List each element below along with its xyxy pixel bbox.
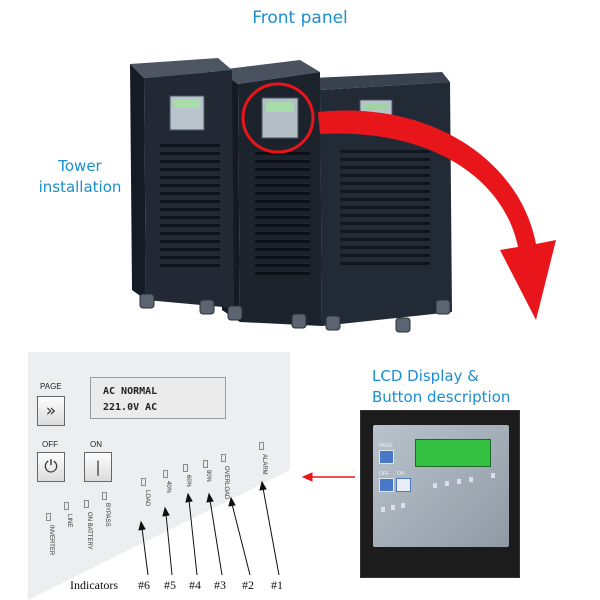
casters (139, 293, 451, 333)
inset-on-button[interactable] (396, 478, 411, 492)
off-button[interactable]: ⏻ (37, 452, 65, 482)
inset-led (469, 477, 473, 482)
inset-on-label: ON (397, 471, 405, 477)
led-bypass (102, 492, 107, 500)
indicator-label-bypass: BYPASS (104, 503, 110, 527)
indicator-label-load: LOAD (144, 490, 150, 507)
power-icon: ⏻ (44, 457, 58, 477)
pointer-arrow (301, 472, 355, 482)
lcd-button-description-label: LCD Display & Button description (372, 366, 532, 408)
inset-led (457, 479, 461, 484)
inset-led (445, 481, 449, 486)
indicators-caption: Indicators (70, 578, 118, 592)
led-alarm (259, 442, 264, 450)
led-40 (163, 470, 168, 478)
inset-page-button[interactable] (379, 450, 394, 464)
indicator-number-3: #3 (214, 578, 226, 592)
inset-off-button[interactable] (379, 478, 394, 492)
page-button[interactable]: » (37, 396, 65, 426)
inset-led (391, 505, 395, 510)
double-chevron-right-icon: » (45, 401, 57, 421)
indicator-label-inverter: INVERTER (48, 525, 54, 556)
indicator-number-2: #2 (242, 578, 254, 592)
on-button-label: ON (90, 440, 102, 449)
indicator-label-alarm: ALARM (261, 454, 267, 475)
inset-led (491, 473, 495, 478)
indicator-leader-arrows (138, 480, 280, 576)
cabinet-right (312, 72, 452, 326)
inset-off-label: OFF (379, 471, 389, 477)
lcd-display: AC NORMAL 221.0V AC (90, 377, 226, 419)
on-button[interactable]: | (84, 452, 112, 482)
cabinet-middle (218, 60, 322, 326)
indicator-label-overload: OVERLOAD (223, 466, 229, 500)
inset-led (401, 503, 405, 508)
highlight-circle (241, 82, 315, 154)
indicator-number-1: #1 (271, 578, 283, 592)
tower-installation-label: Tower installation (30, 156, 130, 198)
panel-photo-inset: PAGE OFF ON (360, 410, 520, 578)
front-panel-title: Front panel (252, 8, 348, 28)
indicator-label-60: 60% (185, 475, 191, 488)
big-curved-arrow (318, 110, 556, 320)
led-on-battery (84, 500, 89, 508)
page-button-label: PAGE (40, 382, 62, 391)
indicator-number-4: #4 (189, 578, 201, 592)
tower-label-line2: installation (38, 178, 122, 196)
inset-page-label: PAGE (379, 443, 393, 449)
off-button-label: OFF (42, 440, 58, 449)
inset-panel-plate: PAGE OFF ON (373, 425, 509, 547)
lcd-desc-line1: LCD Display & (372, 367, 479, 385)
led-inverter (46, 513, 51, 521)
tower-label-line1: Tower (58, 157, 102, 175)
indicator-label-40: 40% (165, 481, 171, 494)
indicator-number-5: #5 (164, 578, 176, 592)
on-bar-icon: | (95, 458, 101, 476)
cabinet-left (130, 58, 234, 308)
indicator-number-6: #6 (138, 578, 150, 592)
led-80 (203, 460, 208, 468)
lcd-line-1: AC NORMAL (103, 386, 158, 397)
lcd-desc-line2: Button description (372, 388, 511, 406)
inset-led (381, 507, 385, 512)
lcd-line-2: 221.0V AC (103, 402, 158, 413)
led-overload (221, 454, 226, 462)
led-load (141, 478, 146, 486)
led-60 (183, 464, 188, 472)
inset-lcd-display (415, 439, 491, 467)
indicator-label-80: 80% (205, 470, 211, 483)
led-line (64, 502, 69, 510)
inset-led (433, 483, 437, 488)
indicator-label-line: LINE (66, 514, 72, 528)
indicator-label-on-battery: ON BATTERY (86, 512, 92, 550)
